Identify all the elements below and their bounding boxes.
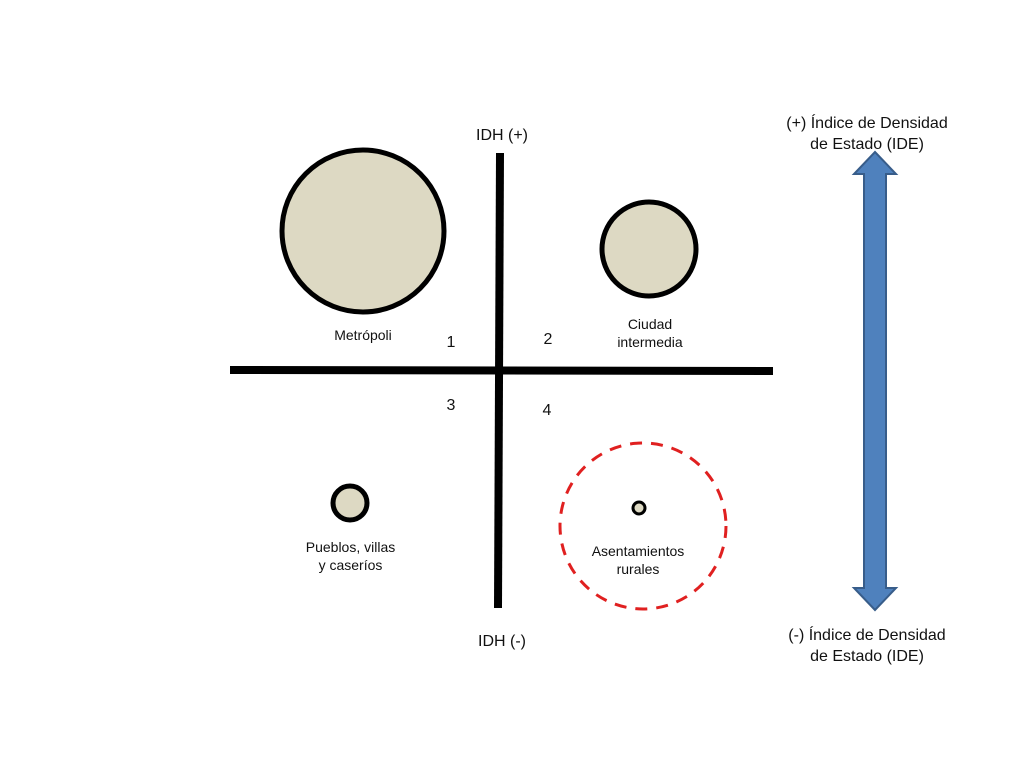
ciudad-intermedia-circle <box>599 199 699 299</box>
density-top-label: (+) Índice de Densidad de Estado (IDE) <box>757 114 977 156</box>
asentamientos-label: Asentamientos rurales <box>568 542 708 578</box>
pueblos-circle <box>330 483 370 523</box>
asentamientos-circle <box>631 500 647 516</box>
ciudad-intermedia-label: Ciudad intermedia <box>580 315 720 351</box>
pueblos-label-line1: Pueblos, villas <box>305 539 396 555</box>
pueblos-label: Pueblos, villas y caseríos <box>283 538 418 574</box>
density-bottom-label-line1: (-) Índice de Densidad <box>788 627 946 644</box>
density-bottom-label-line2: de Estado (IDE) <box>810 647 924 665</box>
quadrant-1-number: 1 <box>446 334 456 351</box>
vertical-axis <box>494 152 504 609</box>
idh-top-label: IDH (+) <box>476 127 528 144</box>
asentamientos-label-line1: Asentamientos <box>591 543 685 559</box>
asentamientos-label-line2: rurales <box>616 561 660 578</box>
quadrant-4-number: 4 <box>542 402 552 419</box>
quadrant-3-number: 3 <box>446 397 456 414</box>
idh-bottom-label: IDH (-) <box>478 633 526 650</box>
metropoli-label: Metrópoli <box>303 326 423 344</box>
ciudad-intermedia-label-line1: Ciudad <box>627 316 673 332</box>
density-double-arrow <box>851 150 899 612</box>
quadrant-2-number: 2 <box>543 331 553 348</box>
metropoli-circle <box>279 147 447 315</box>
density-top-label-line1: (+) Índice de Densidad <box>786 115 948 132</box>
asentamientos-boundary-circle <box>558 441 728 611</box>
density-top-label-line2: de Estado (IDE) <box>810 135 924 153</box>
ciudad-intermedia-label-line2: intermedia <box>617 334 683 351</box>
pueblos-label-line2: y caseríos <box>318 557 383 574</box>
metropoli-label-line1: Metrópoli <box>334 327 392 343</box>
density-bottom-label: (-) Índice de Densidad de Estado (IDE) <box>757 626 977 668</box>
